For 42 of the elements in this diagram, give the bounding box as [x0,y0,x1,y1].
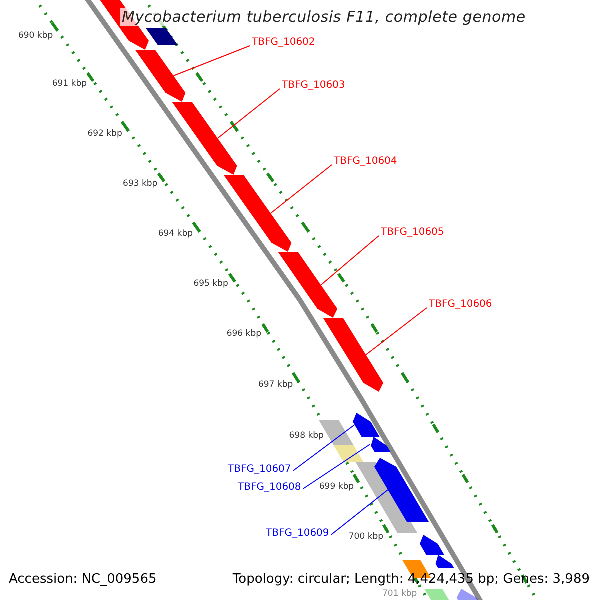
leader-line [366,308,428,356]
gene-label: TBFG_10602 [252,37,316,48]
gene-feature [374,458,429,522]
gene-label: TBFG_10604 [334,156,398,167]
leader-line [292,424,356,472]
scale-label: 699 kbp [319,482,354,492]
gene-label: TBFG_10609 [266,528,330,539]
gene-feature [172,102,238,175]
leader-line [320,236,380,286]
gene-label: TBFG_10606 [429,299,492,310]
leader-line [330,490,389,536]
gene-feature [334,445,364,462]
gene-label: TBFG_10603 [282,80,346,91]
gene-feature [278,252,338,318]
leader-line [270,164,332,214]
scale-label: 701 kbp [382,589,418,599]
scale-label: 691 kbp [52,79,87,89]
leader-line [173,46,250,76]
gene-feature [135,50,186,102]
gene-label: TBFG_10608 [238,482,302,493]
scale-label: 694 kbp [158,229,193,239]
gene-label: TBFG_10605 [381,227,444,238]
gene-label: TBFG_10607 [228,464,292,475]
scale-label: 697 kbp [258,380,294,390]
gene-feature [420,535,444,555]
gene-feature [224,175,292,252]
gene-feature [371,437,391,452]
gene-feature [323,318,384,392]
title: Mycobacterium tuberculosis F11, complete genome [120,8,528,26]
scale-label: 693 kbp [123,179,158,189]
scale-label: 692 kbp [88,129,122,139]
scale-label: 696 kbp [226,329,262,339]
scale-label: 698 kbp [289,431,324,441]
scale-label: 695 kbp [194,279,228,289]
gene-feature [353,413,380,437]
leader-line [302,444,371,490]
gene-feature [146,28,178,45]
gene-feature [436,555,454,568]
scale-label: 690 kbp [18,31,54,41]
accession-text: Accession: NC_009565 [9,572,157,587]
leader-line [217,88,280,139]
scale-label: 700 kbp [348,532,384,542]
